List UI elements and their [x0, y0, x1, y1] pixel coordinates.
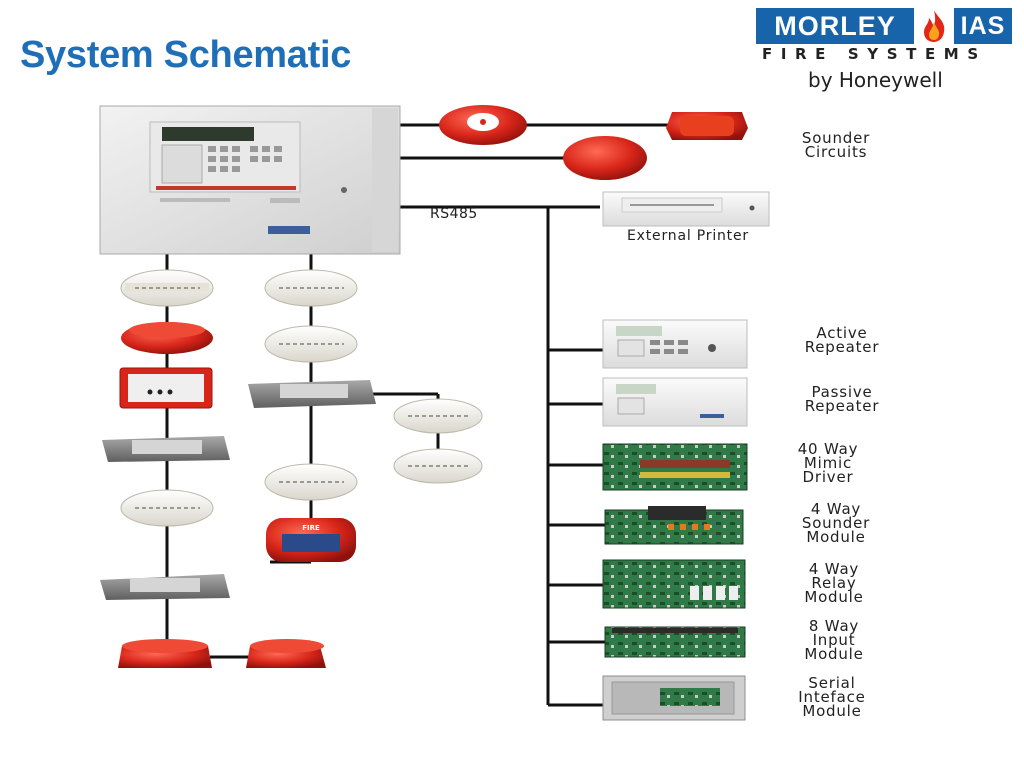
external-printer-label: External Printer [627, 228, 749, 244]
interface-module [102, 436, 230, 462]
smoke-detector [264, 325, 358, 363]
logo-brand-left: MORLEY [756, 8, 914, 44]
logo-brand-right: IAS [954, 8, 1012, 44]
fire-call-point: FIRE [266, 518, 356, 562]
sounder-circuits-label: Sounder Circuits [801, 129, 871, 161]
smoke-detector [393, 398, 483, 434]
sounder-module-label: 4 Way Sounder Module [801, 500, 871, 546]
smoke-detector [120, 269, 214, 307]
control-panel [99, 105, 401, 255]
red-sounder [246, 639, 326, 668]
passive-repeater-unit [602, 377, 748, 427]
flame-icon [924, 10, 945, 42]
red-beacon [121, 322, 213, 354]
rs485-label: RS485 [430, 206, 478, 222]
red-sounder [118, 639, 212, 668]
smoke-detector [264, 463, 358, 501]
input-module-board [604, 626, 746, 658]
logo-subtitle: FIRE SYSTEMS [762, 45, 987, 63]
input-module-label: 8 Way Input Module [804, 617, 864, 663]
smoke-detector [264, 269, 358, 307]
interface-module [248, 380, 376, 408]
smoke-detector [393, 448, 483, 484]
relay-module-board [602, 559, 746, 609]
sounder-module-board [604, 506, 744, 545]
sounder-dome [563, 136, 647, 180]
logo-byline: by Honeywell [808, 68, 943, 92]
morley-ias-logo: MORLEY IAS [756, 8, 1012, 44]
serial-interface-enclosure [602, 675, 746, 721]
interface-module [100, 574, 230, 600]
active-repeater-unit [602, 319, 748, 369]
smoke-detector [120, 489, 214, 527]
mimic-driver-board [602, 443, 748, 491]
active-repeater-label: Active Repeater [804, 324, 880, 356]
mimic-driver-label: 40 Way Mimic Driver [797, 440, 859, 486]
external-printer [602, 191, 770, 227]
serial-module-label: Serial Inteface Module [798, 674, 866, 720]
call-point-label: FIRE [302, 524, 320, 532]
relay-module-label: 4 Way Relay Module [804, 560, 864, 606]
passive-repeater-label: Passive Repeater [804, 383, 880, 415]
page-title: System Schematic [20, 34, 352, 76]
manual-call-point [119, 367, 213, 409]
sounder-box [666, 112, 748, 140]
sounder-bell [439, 105, 527, 145]
